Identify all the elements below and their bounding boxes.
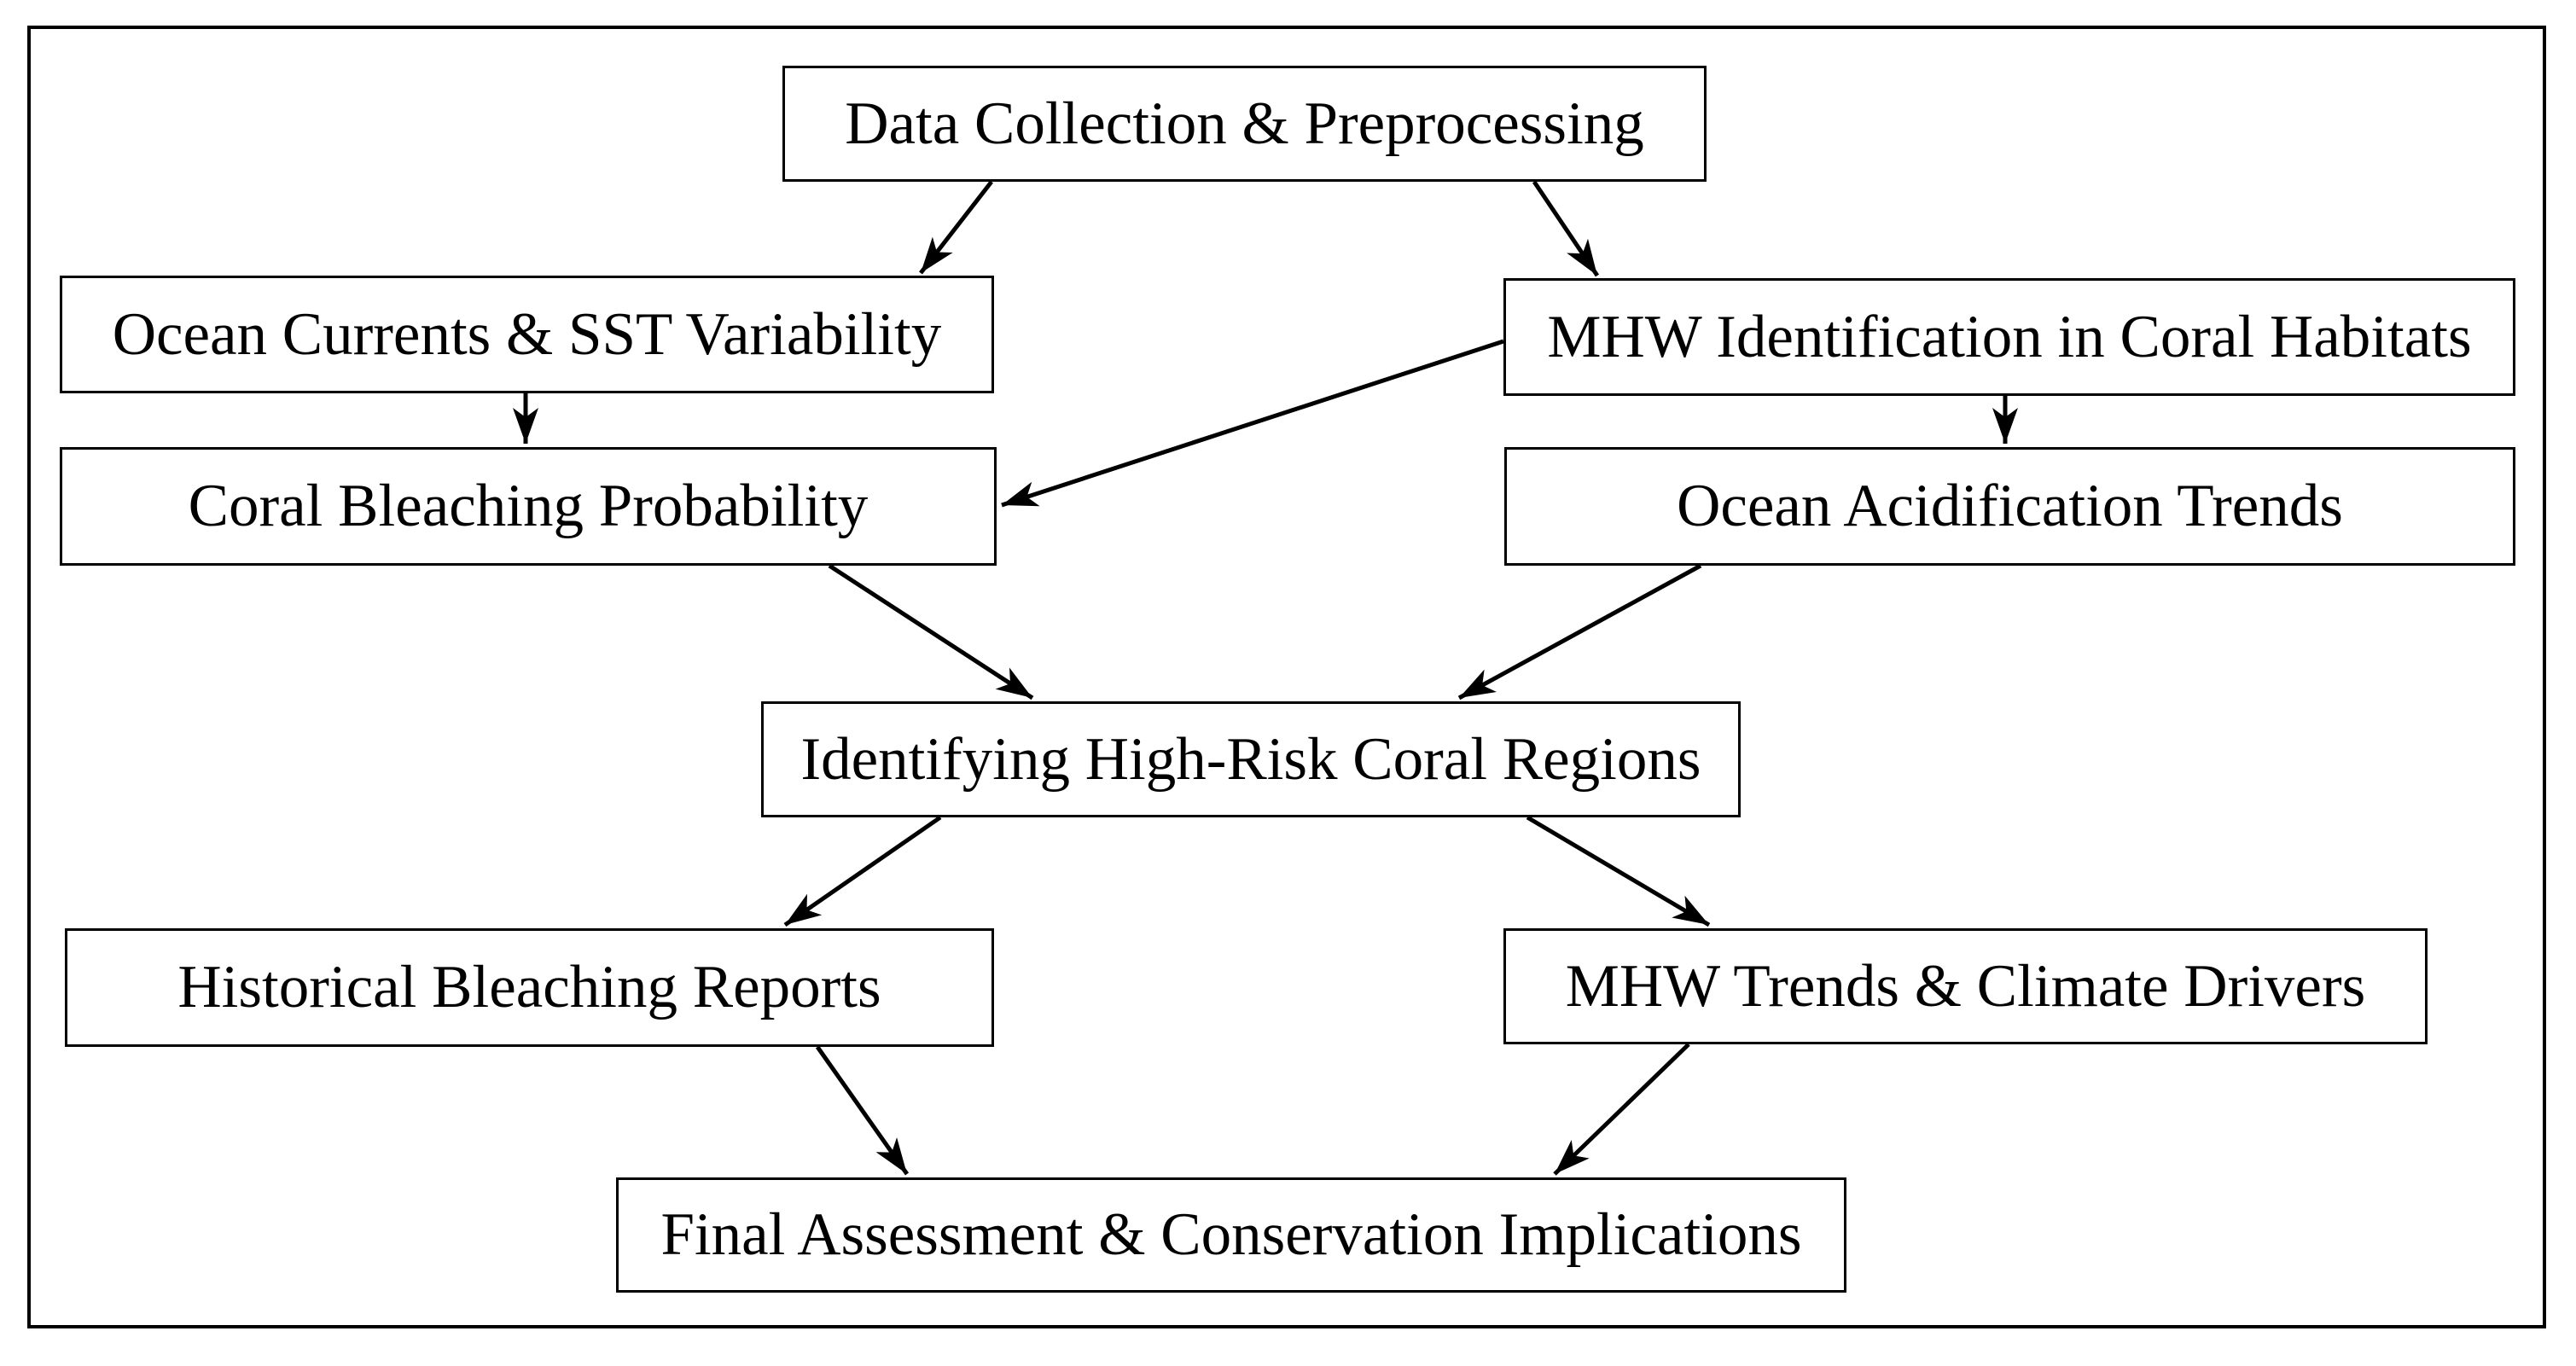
node-high-risk-regions: Identifying High-Risk Coral Regions — [761, 701, 1741, 817]
figure-outer-border — [27, 26, 2546, 1328]
node-coral-bleaching: Coral Bleaching Probability — [60, 447, 997, 566]
node-historical-reports: Historical Bleaching Reports — [65, 928, 994, 1047]
node-ocean-currents: Ocean Currents & SST Variability — [60, 276, 994, 393]
node-final-assessment: Final Assessment & Conservation Implicat… — [616, 1177, 1846, 1293]
node-mhw-identification: MHW Identification in Coral Habitats — [1503, 278, 2515, 396]
node-mhw-trends: MHW Trends & Climate Drivers — [1503, 928, 2428, 1044]
node-data-collection: Data Collection & Preprocessing — [782, 66, 1707, 182]
node-ocean-acidification: Ocean Acidification Trends — [1504, 447, 2515, 566]
